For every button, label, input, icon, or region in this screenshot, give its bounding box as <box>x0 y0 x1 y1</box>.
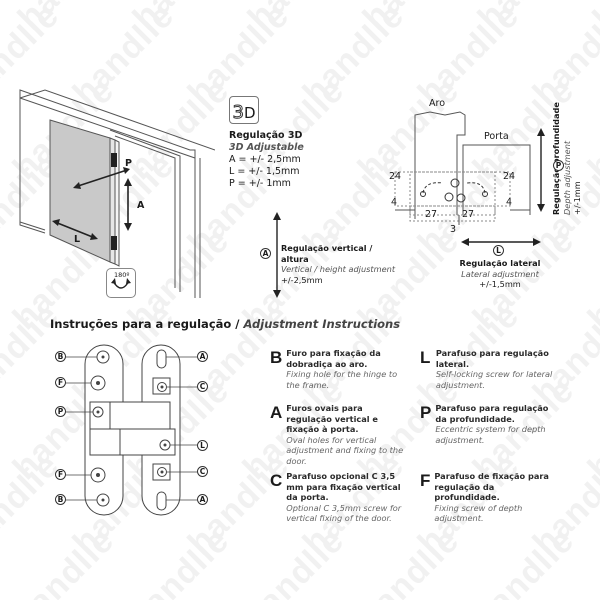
depth-adjust-value: +/-1mm <box>572 181 582 215</box>
marker-l-icon: L <box>493 245 504 256</box>
adjust-3d-subtitle: 3D Adjustable <box>229 142 304 153</box>
legend-pt: Parafuso opcional C 3,5 mm para fixação … <box>286 471 401 502</box>
lateral-arrow-icon <box>461 238 541 246</box>
dim-left-height: 24 <box>389 171 402 182</box>
callout-l: L <box>197 440 208 451</box>
3d-badge-letter: D <box>243 104 256 122</box>
legend-item-f: F Parafuso de fixação para regulação da … <box>420 471 560 524</box>
rotation-180-badge: 180º <box>106 268 136 298</box>
legend-letter: A <box>270 403 283 422</box>
callout-a-bottom: A <box>197 494 208 505</box>
adjust-3d-line-p: P = +/- 1mm <box>229 178 291 189</box>
lateral-adjust-block: Regulação lateral Lateral adjustment +/-… <box>445 258 555 290</box>
instructions-heading: Instruções para a regulação / Adjustment… <box>50 317 400 331</box>
legend-pt: Furos ovais para regulação vertical e fi… <box>286 403 378 434</box>
callout-f-top: F <box>55 377 66 388</box>
lateral-adjust-value: +/-1,5mm <box>479 279 521 289</box>
lateral-adjust-subtitle: Lateral adjustment <box>461 268 539 279</box>
legend-letter: F <box>420 471 431 490</box>
legend-item-a: A Furos ovais para regulação vertical e … <box>270 403 410 466</box>
dim-left-offset: 4 <box>391 197 398 208</box>
vertical-adjust-subtitle: Vertical / height adjustment <box>281 264 396 274</box>
legend-en: Self-locking screw for lateral adjustmen… <box>435 369 553 390</box>
callout-a-top: A <box>197 351 208 362</box>
door-label-p: P <box>125 158 132 169</box>
door-label-a: A <box>137 200 145 211</box>
callout-b-top: B <box>55 351 66 362</box>
lateral-adjust-title: Regulação lateral <box>459 258 541 268</box>
vertical-adjust-block: Regulação vertical / altura Vertical / h… <box>281 243 401 285</box>
legend-letter: P <box>420 403 432 422</box>
legend-letter: L <box>420 348 431 367</box>
dim-right-width: 27 <box>462 209 475 220</box>
rotation-180-label: 180º <box>114 271 130 279</box>
dim-gap: 3 <box>450 224 457 235</box>
instructions-heading-pt: Instruções para a regulação / <box>50 317 240 331</box>
legend-item-l: L Parafuso para regulação lateral.Self-l… <box>420 348 560 390</box>
legend-pt: Parafuso de fixação para regulação da pr… <box>434 471 549 502</box>
legend-en: Oval holes for vertical adjustment and f… <box>286 434 404 466</box>
callout-p: P <box>55 406 66 417</box>
door-frame-illustration <box>19 89 215 298</box>
aro-label: Aro <box>429 98 446 109</box>
legend-item-b: B Furo para fixação da dobradiça ao aro.… <box>270 348 410 390</box>
dim-right-offset: 4 <box>506 197 513 208</box>
depth-adjust-subtitle: Depth adjustment <box>561 140 572 215</box>
legend-en: Fixing hole for the hinge to the frame. <box>286 369 398 390</box>
vertical-arrow-icon <box>273 212 281 298</box>
rotate-arrow-icon <box>111 278 131 289</box>
legend-en: Fixing screw of depth adjustment. <box>434 502 523 524</box>
depth-adjust-title: Regulação profundidade <box>551 102 561 215</box>
legend-en: Optional C 3,5mm screw for vertical fixi… <box>286 502 402 524</box>
depth-arrow-icon <box>537 128 545 212</box>
legend-pt: Furo para fixação da dobradiça ao aro. <box>286 348 381 369</box>
adjust-3d-line-l: L = +/- 1,5mm <box>229 166 300 177</box>
dim-left-width: 27 <box>425 209 438 220</box>
legend-letter: C <box>270 471 283 490</box>
hinge-section-drawing <box>394 111 531 225</box>
marker-p-icon: P <box>553 160 564 171</box>
legend-item-p: P Parafuso para regulação da profundidad… <box>420 403 560 445</box>
legend-en: Eccentric system for depth adjustment. <box>435 424 546 445</box>
legend-letter: B <box>270 348 283 367</box>
vertical-adjust-title: Regulação vertical / altura <box>281 243 373 264</box>
callout-c-bottom: C <box>197 466 208 477</box>
door-label-l: L <box>74 234 81 245</box>
callout-b-bottom: B <box>55 494 66 505</box>
instructions-heading-en: Adjustment Instructions <box>243 317 401 331</box>
porta-label: Porta <box>484 131 509 142</box>
callout-c-top: C <box>197 381 208 392</box>
legend-item-c: C Parafuso opcional C 3,5 mm para fixaçã… <box>270 471 410 524</box>
marker-a-icon: A <box>260 248 271 259</box>
adjust-3d-block: Regulação 3D 3D Adjustable A = +/- 2,5mm… <box>229 130 349 190</box>
adjust-3d-line-a: A = +/- 2,5mm <box>229 154 301 165</box>
hinge-drawing <box>66 344 197 516</box>
adjust-3d-title: Regulação 3D <box>229 130 303 141</box>
callout-f-bottom: F <box>55 469 66 480</box>
dim-right-height: 24 <box>503 171 516 182</box>
vertical-adjust-value: +/-2,5mm <box>281 274 323 285</box>
legend-pt: Parafuso para regulação lateral. <box>435 348 549 369</box>
3d-badge-digit: 3 <box>232 102 244 123</box>
legend-pt: Parafuso para regulação da profundidade. <box>435 403 549 424</box>
